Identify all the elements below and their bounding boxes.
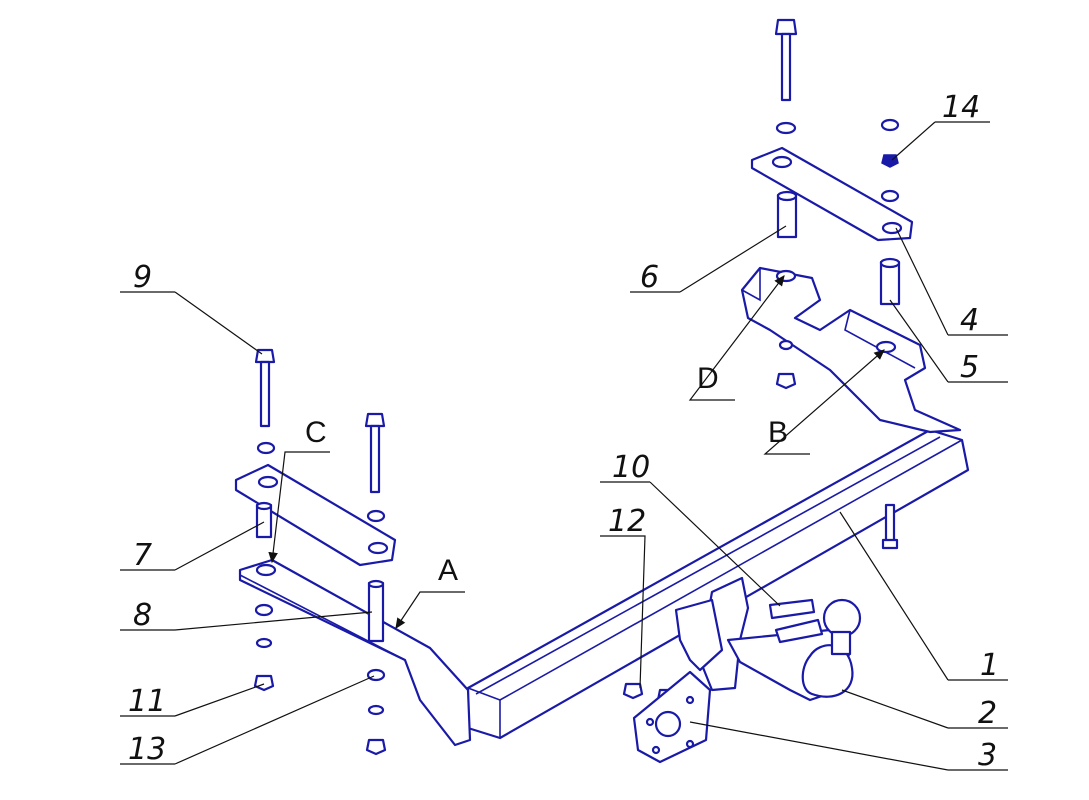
callout-14: 14 [942, 90, 980, 125]
callout-letter-a: A [438, 554, 458, 587]
callout-10: 10 [612, 450, 650, 485]
left-upper-plate [234, 463, 397, 567]
crossbar-beam [466, 428, 970, 740]
socket-plate [632, 598, 724, 764]
callout-1: 1 [980, 648, 999, 683]
right-upper-plate [750, 146, 914, 242]
spacer-tube-5 [879, 257, 901, 306]
left-side-bracket [238, 558, 472, 747]
bolt-9 [254, 348, 276, 428]
callout-6: 6 [640, 260, 659, 295]
callout-13: 13 [128, 732, 166, 767]
bolt-right-top [774, 18, 798, 102]
leader-lines [120, 121, 1008, 771]
callout-letter-c: C [305, 416, 327, 449]
callout-12: 12 [608, 504, 646, 539]
tow-ball-hook [698, 576, 862, 702]
spacer-tube-6 [776, 190, 798, 239]
callout-letter-b: B [768, 416, 788, 449]
callout-8: 8 [133, 598, 152, 633]
spacer-tube-7 [255, 501, 273, 539]
callout-4: 4 [960, 303, 979, 338]
bolt-left-2 [364, 412, 386, 494]
callout-letter-d: D [697, 362, 719, 395]
callout-5: 5 [960, 350, 979, 385]
callout-7: 7 [133, 538, 152, 573]
callout-3: 3 [978, 738, 997, 773]
callout-11: 11 [128, 684, 166, 719]
callout-9: 9 [133, 260, 152, 295]
spacer-tube-8 [367, 579, 385, 643]
bolt-crossbar-end [881, 503, 899, 550]
callout-2: 2 [978, 696, 997, 731]
